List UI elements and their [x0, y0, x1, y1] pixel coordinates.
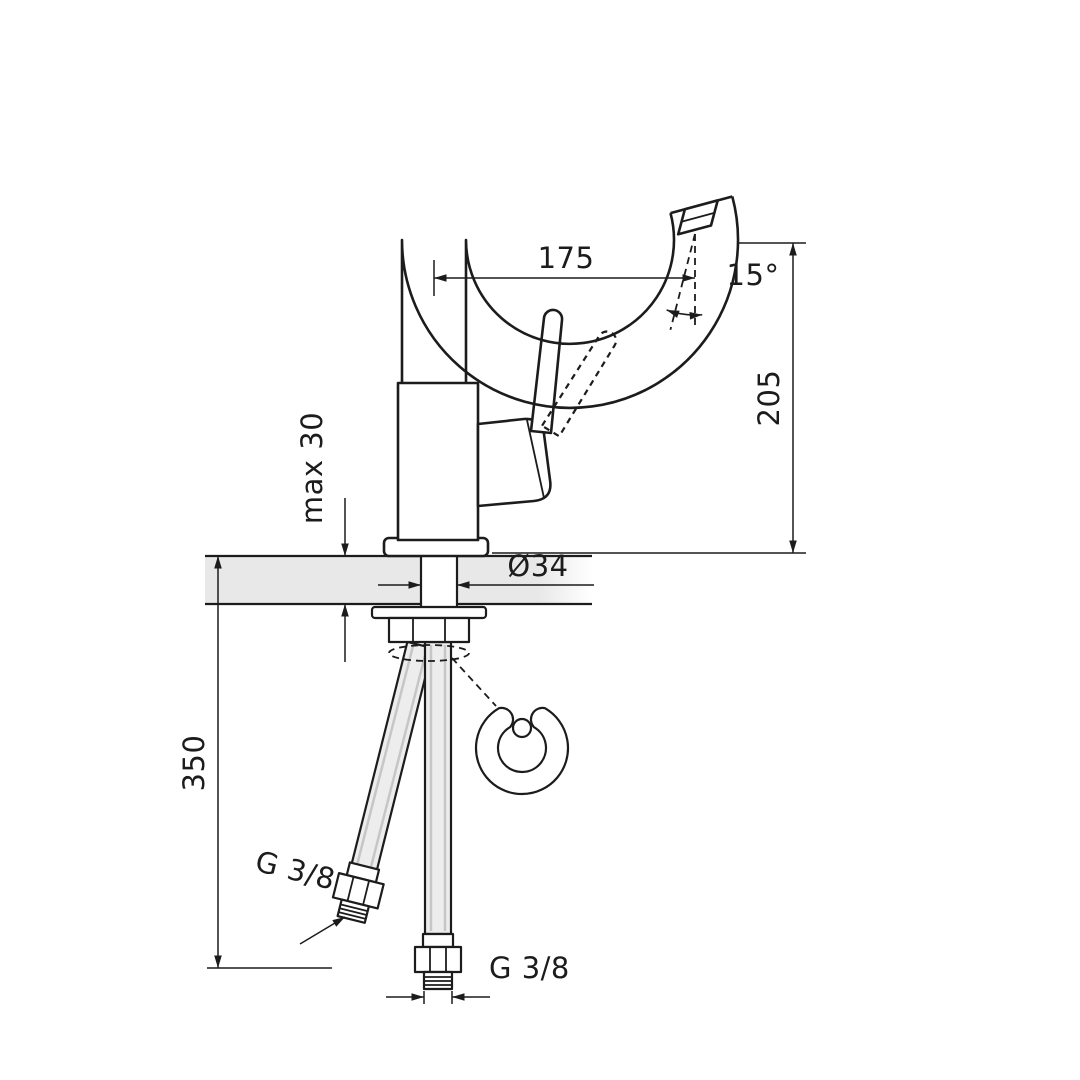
dim-hose-length: 350	[177, 556, 332, 969]
dim-thread-bottom: G 3/8	[386, 951, 570, 1004]
deck-thickness-label: max 30	[295, 412, 329, 524]
mounting-washer	[370, 605, 488, 620]
spout-reach-label: 175	[538, 241, 595, 275]
faucet-body	[382, 195, 740, 558]
hose-left	[331, 640, 434, 924]
dim-spout-angle: 15°	[666, 233, 780, 331]
dim-spout-height: 205	[492, 242, 806, 554]
hole-diameter-label: Ø34	[507, 549, 568, 583]
hose-left-fitting	[331, 861, 385, 924]
bracket-leader-line	[451, 657, 497, 707]
dim-thread-left: G 3/8	[252, 844, 346, 945]
spout-angle-label: 15°	[727, 258, 780, 292]
countertop	[205, 554, 592, 606]
horseshoe-bracket	[474, 706, 570, 796]
gooseneck-spout	[400, 195, 740, 410]
thread-bottom-label: G 3/8	[489, 951, 570, 985]
handle-lever	[529, 308, 564, 435]
dim-hole-diameter: Ø34	[378, 549, 594, 589]
bracket-pin-hole	[511, 717, 533, 739]
aerator-tip	[676, 199, 720, 236]
spout-axis-dashed	[669, 233, 696, 331]
spout-height-label: 205	[752, 370, 786, 427]
supply-hoses	[331, 640, 463, 991]
mounting-nut	[387, 616, 471, 644]
dim-spout-reach: 175	[433, 241, 695, 296]
hose-bottom	[413, 640, 463, 991]
bracket-position-dashed	[388, 644, 470, 662]
hose-bottom-fitting	[413, 932, 463, 991]
angle-arc	[666, 309, 703, 320]
dim-deck-thickness: max 30	[295, 412, 349, 662]
mounting-shank	[419, 554, 459, 607]
hose-length-label: 350	[177, 735, 211, 792]
thread-left-label: G 3/8	[252, 844, 339, 897]
